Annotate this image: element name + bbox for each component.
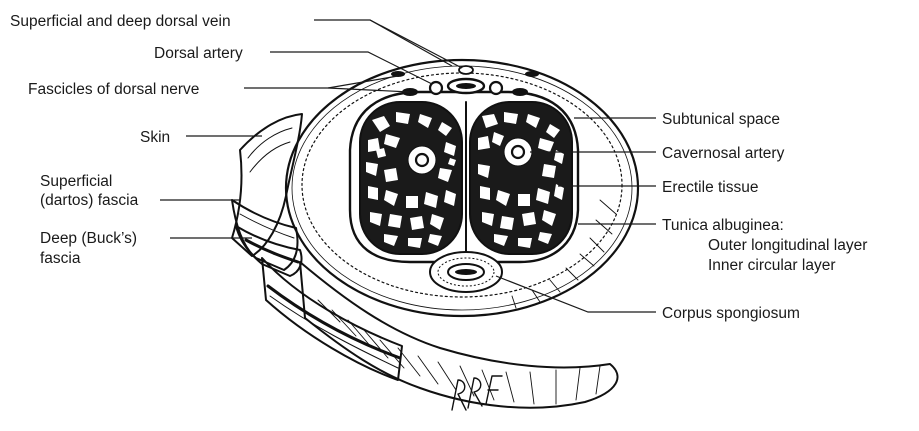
label-skin: Skin xyxy=(140,129,170,146)
label-cavernosal-artery: Cavernosal artery xyxy=(662,145,785,162)
corpus-spongiosum xyxy=(430,252,502,292)
dorsal-neurovascular-bundle xyxy=(391,66,539,96)
label-superficial-fascia-line2: (dartos) fascia xyxy=(40,192,139,209)
label-tunica-albuginea: Tunica albuginea: xyxy=(662,217,784,234)
leader-dorsal-vein-b xyxy=(370,20,462,68)
skin-layer xyxy=(232,114,302,256)
label-deep-fascia-line2: fascia xyxy=(40,250,81,267)
label-dorsal-artery: Dorsal artery xyxy=(154,45,243,62)
leader-corpus-spongiosum xyxy=(496,276,656,312)
label-dorsal-vein: Superficial and deep dorsal vein xyxy=(10,13,231,30)
label-dorsal-nerve: Fascicles of dorsal nerve xyxy=(28,81,199,98)
label-subtunical-space: Subtunical space xyxy=(662,111,780,128)
label-corpus-spongiosum: Corpus spongiosum xyxy=(662,305,800,322)
label-outer-longitudinal-layer: Outer longitudinal layer xyxy=(708,237,867,254)
lower-skin-flap xyxy=(262,258,402,380)
label-erectile-tissue: Erectile tissue xyxy=(662,179,758,196)
label-superficial-fascia-line1: Superficial xyxy=(40,173,112,190)
label-deep-fascia-line1: Deep (Buck’s) xyxy=(40,230,137,247)
cross-section-illustration xyxy=(232,60,638,410)
label-inner-circular-layer: Inner circular layer xyxy=(708,257,836,274)
leader-dorsal-nerve-b xyxy=(328,88,410,92)
